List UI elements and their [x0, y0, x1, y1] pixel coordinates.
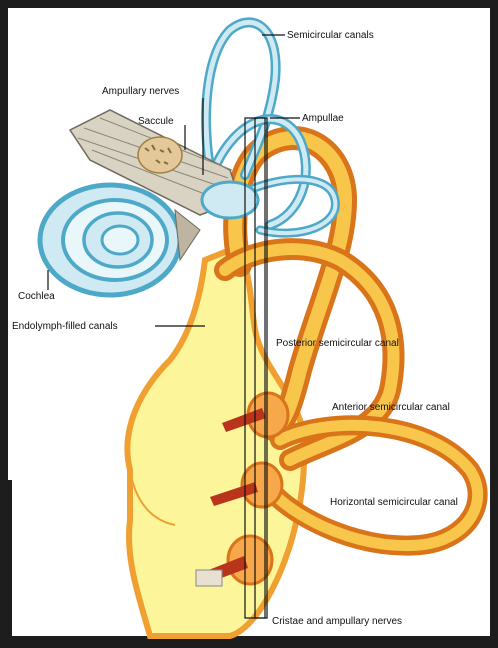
label-saccule: Saccule — [138, 116, 174, 127]
label-horizontal-canal: Horizontal semicircular canal — [330, 497, 458, 508]
label-ampullary-nerves: Ampullary nerves — [102, 86, 179, 97]
utricle-membrane — [202, 182, 258, 218]
label-semicircular-canals: Semicircular canals — [287, 30, 374, 41]
label-cristae-nerves: Cristae and ampullary nerves — [272, 616, 402, 627]
label-posterior-canal: Posterior semicircular canal — [276, 338, 399, 349]
label-anterior-canal: Anterior semicircular canal — [332, 402, 450, 413]
frame-notch — [0, 480, 12, 643]
label-ampullae: Ampullae — [302, 113, 344, 124]
nerve-bundle-end — [196, 570, 222, 586]
cochlea-apex — [102, 226, 138, 254]
label-endolymph-canals: Endolymph-filled canals — [12, 321, 118, 332]
label-cochlea: Cochlea — [18, 291, 55, 302]
saccule-body — [138, 137, 182, 173]
